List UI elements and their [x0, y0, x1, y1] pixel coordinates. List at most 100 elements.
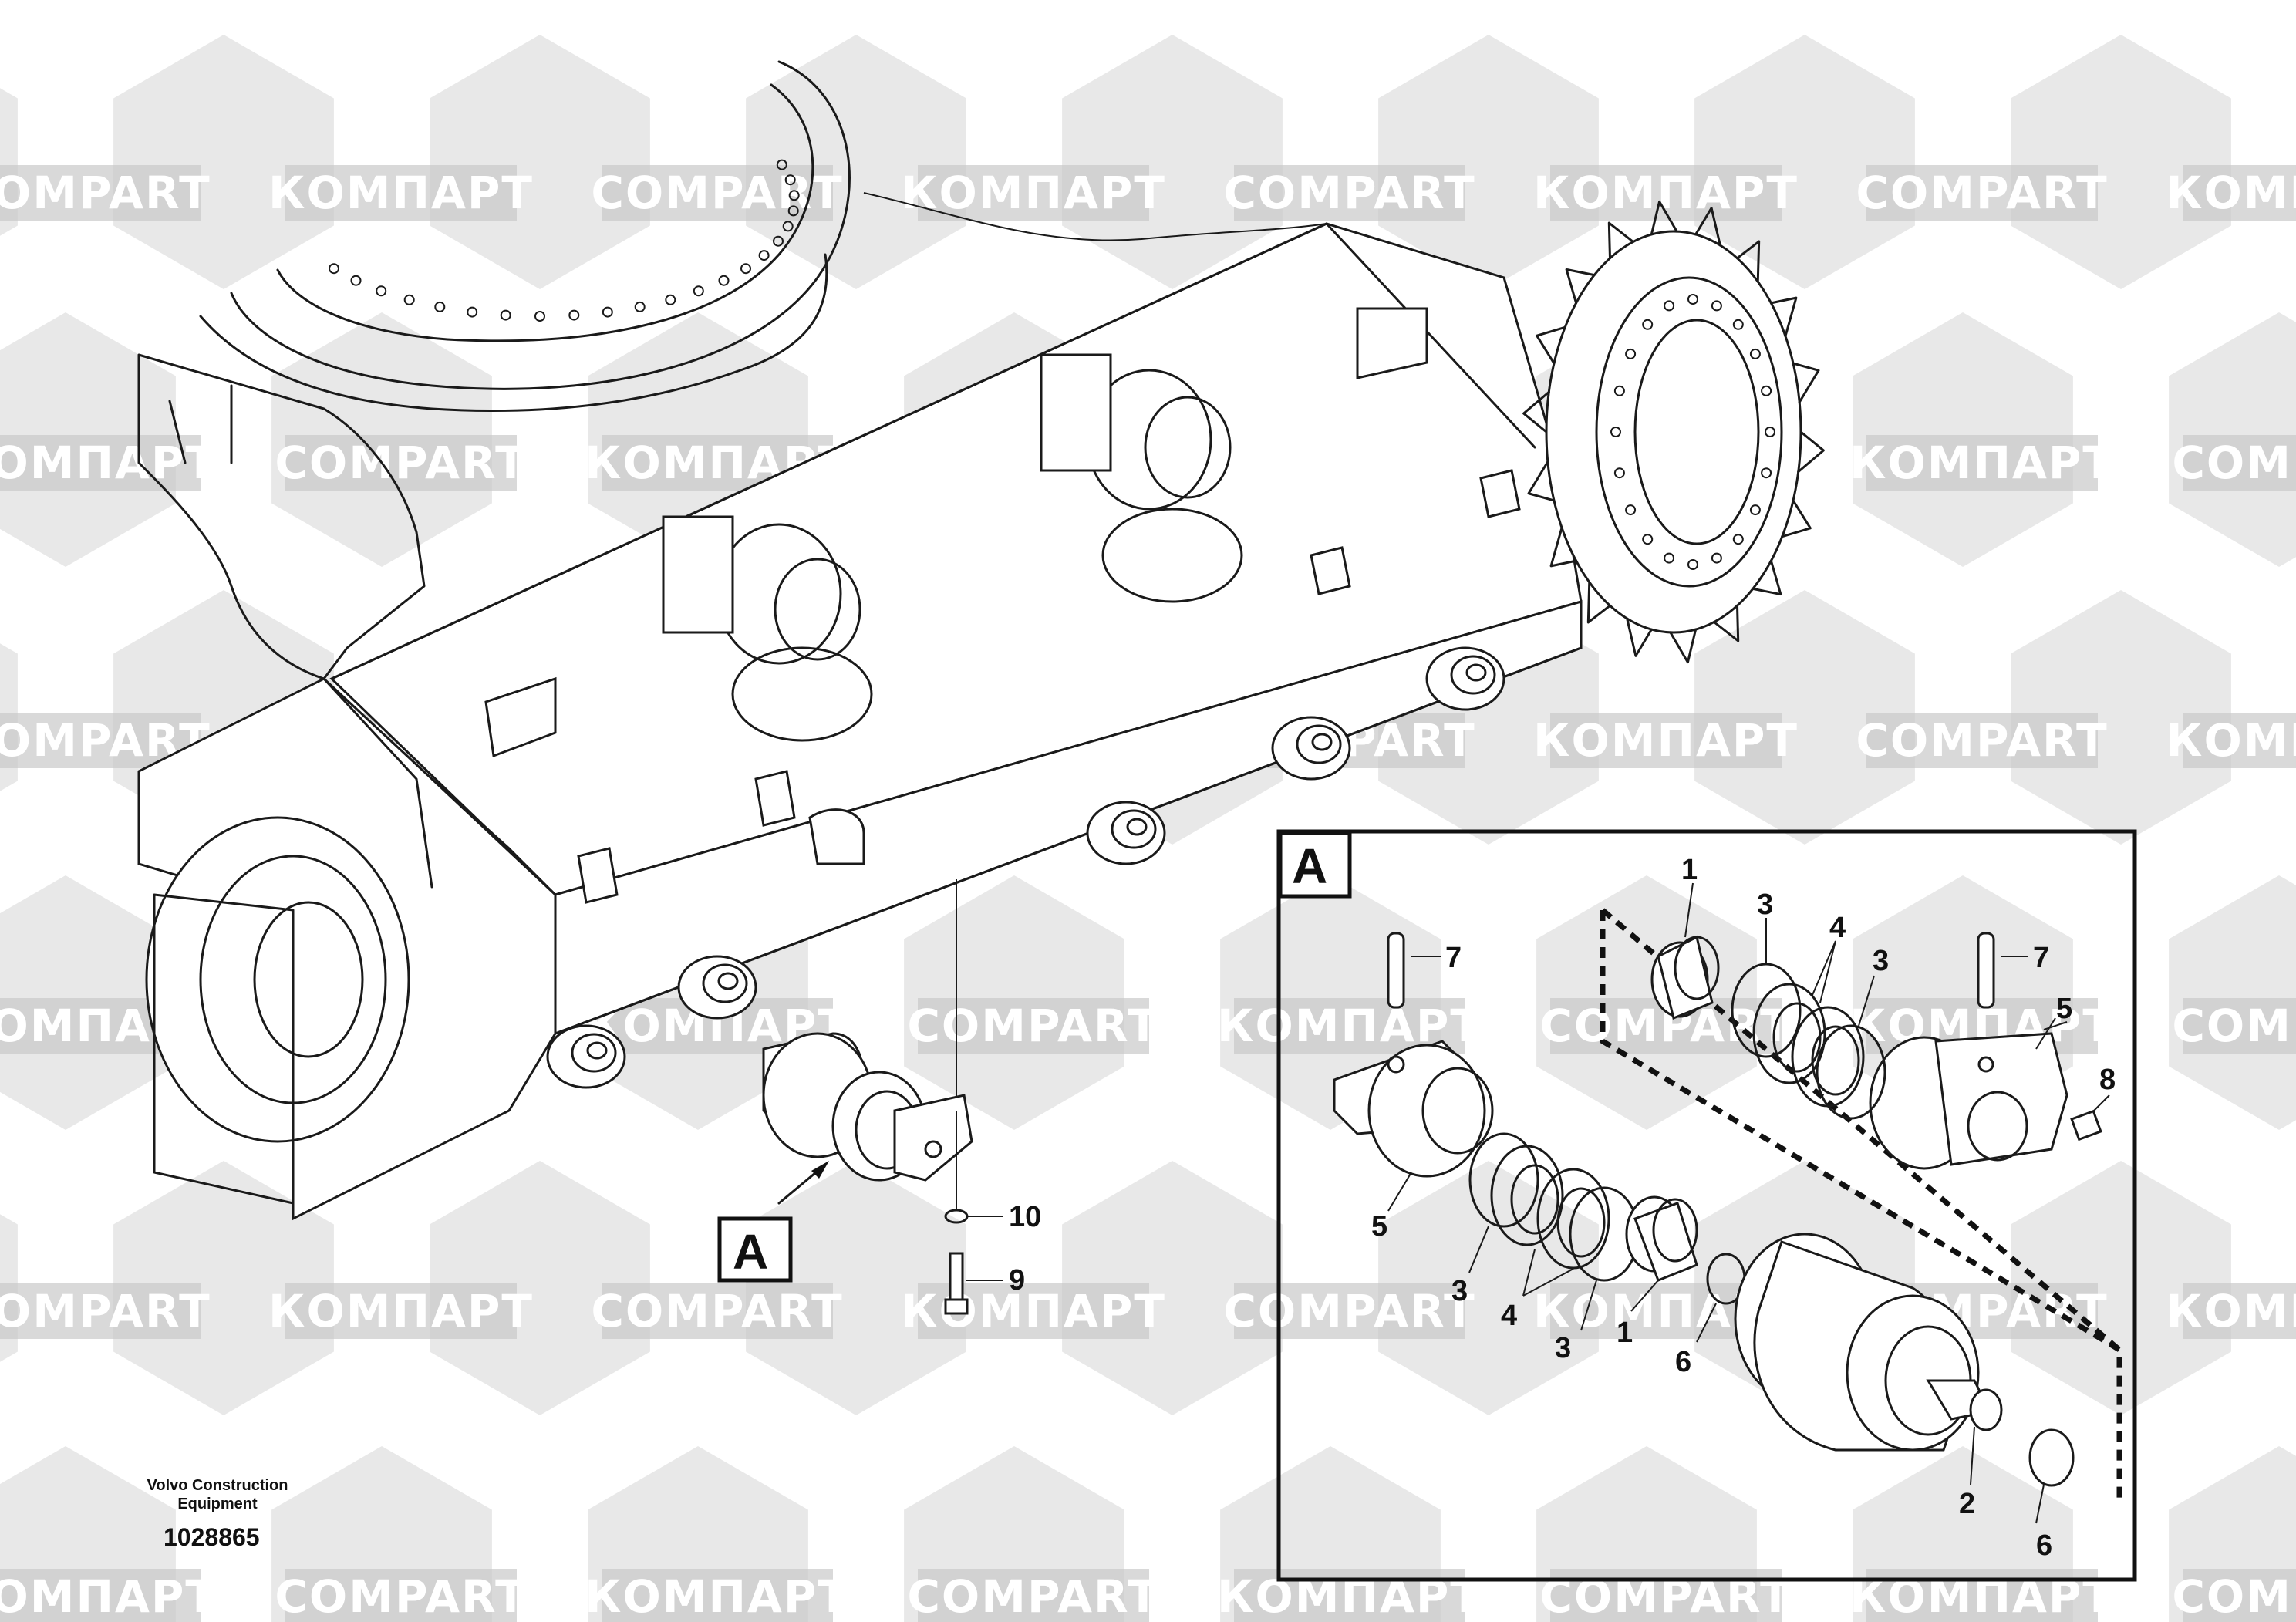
sprocket-bolt-hole: [1711, 552, 1722, 564]
watermark-hexagon: [0, 88, 18, 236]
sprocket-bolt-hole: [1613, 467, 1625, 479]
watermark-text: КОМПАРТ: [268, 1285, 534, 1337]
sprocket-bolt-holes: [1610, 294, 1775, 570]
frame-pad-2: [484, 676, 557, 758]
callout-3-bottom-mid: 3: [1555, 1332, 1571, 1364]
sprocket-bolt-hole: [1610, 427, 1621, 437]
bolt-hole: [758, 250, 770, 261]
watermark-band: [918, 165, 1149, 221]
track-frame-top-edge: [330, 222, 1536, 680]
overview-detail-marker-letter: A: [733, 1224, 768, 1280]
sprocket-tooth: [1626, 617, 1653, 657]
sprocket-tooth: [1536, 325, 1566, 365]
watermark-text: КОМПАРТ: [1533, 714, 1799, 767]
callout-9: 9: [1009, 1264, 1025, 1297]
watermark-text: КОМПАРТ: [901, 1285, 1166, 1337]
bolt-hole: [718, 275, 730, 286]
crossmember-left: [137, 353, 426, 680]
sprocket-bolt-hole: [1613, 385, 1625, 396]
bolt-hole: [403, 294, 415, 305]
slew-ring-inner: [276, 83, 814, 342]
sprocket-tooth: [1669, 628, 1698, 664]
sprocket-tooth: [1549, 526, 1578, 568]
sprocket-wheel: [1545, 230, 1802, 634]
watermark-band: [285, 165, 517, 221]
watermark-band: [285, 435, 517, 491]
sprocket-tooth: [1527, 460, 1556, 502]
watermark-text: КОМПАРТ: [1849, 437, 2115, 489]
watermark-text: COMPART: [1856, 167, 2108, 219]
sprocket-teeth: [1522, 200, 1825, 664]
sprocket-bolt-hole: [1732, 534, 1744, 545]
sprocket-bolt-hole: [1761, 385, 1772, 396]
sprocket-bolt-hole: [1732, 319, 1744, 330]
bolt-hole: [329, 263, 339, 275]
sprocket-bolt-hole: [1765, 427, 1775, 437]
screw-8: [2070, 1094, 2110, 1141]
bolt-hole: [467, 306, 478, 318]
slew-ring-outer: [230, 60, 851, 390]
bolt-hole: [602, 306, 613, 318]
watermark-band: [2183, 435, 2296, 491]
watermark-band: [0, 1283, 201, 1339]
bolt-hole: [773, 235, 784, 247]
watermark-hexagon: [1378, 1161, 1599, 1415]
lower-track-roller: [1086, 801, 1166, 865]
bolt-hole: [350, 275, 362, 286]
seal-rings-top: [1731, 918, 1886, 1120]
watermark-text: COMPART: [275, 437, 527, 489]
sprocket-tooth: [1607, 221, 1635, 260]
sprocket-tooth: [1752, 559, 1782, 596]
sprocket-tooth: [1736, 240, 1761, 283]
bolt-hole: [634, 301, 646, 312]
detail-a-label-letter: A: [1292, 838, 1327, 894]
watermark-text: COMPART: [2172, 1000, 2296, 1052]
sprocket-tooth: [1650, 200, 1678, 236]
sprocket-tooth: [1522, 390, 1550, 433]
leader-5-right: [2035, 1017, 2056, 1050]
watermark-hexagon: [1062, 35, 1283, 289]
bolt-hole: [776, 159, 787, 170]
bolt-hole: [534, 311, 545, 322]
sprocket-assembly: [1522, 200, 1825, 664]
watermark-band: [2183, 713, 2296, 768]
detail-a-frame: [1276, 829, 2137, 1582]
bolt-hole: [740, 263, 751, 275]
lower-track-roller: [1271, 716, 1351, 781]
watermark-band: [285, 1569, 517, 1622]
callout-1-top: 1: [1681, 854, 1698, 886]
watermark-text: COMPART: [1856, 714, 2108, 767]
watermark-band: [602, 1283, 833, 1339]
watermark-band: [0, 435, 201, 491]
frame-guard-3: [1310, 546, 1351, 595]
watermark-band: [1866, 713, 2098, 768]
overview-detail-marker-box: [717, 1216, 793, 1283]
leader-5-left: [1387, 1172, 1412, 1212]
watermark-hexagon: [430, 35, 650, 289]
watermark-hexagon: [2011, 35, 2231, 289]
sprocket-tooth: [1769, 296, 1798, 338]
bolt-hole: [376, 285, 387, 297]
sprocket-tooth: [1712, 604, 1740, 642]
bolt-hole: [500, 309, 511, 321]
lower-track-roller: [677, 955, 757, 1020]
bolt-hole: [434, 301, 446, 312]
bolt-hole: [568, 309, 580, 321]
bushing-1-top: [1650, 882, 1720, 1020]
watermark-text: КОМПАРТ: [0, 1570, 217, 1622]
front-end-chamfer: [322, 677, 557, 896]
watermark-text: COMPART: [0, 167, 211, 219]
watermark-text: COMPART: [591, 1285, 843, 1337]
caption-company-line1: Volvo Construction: [147, 1477, 288, 1494]
watermark-text: COMPART: [1223, 1285, 1475, 1337]
watermark-text: COMPART: [907, 1000, 1159, 1052]
watermark-band: [1550, 713, 1782, 768]
watermark-hexagon: [746, 1161, 966, 1415]
callout-7-left: 7: [1445, 942, 1462, 974]
sprocket-tooth: [1565, 268, 1596, 305]
sprocket-tooth: [1781, 499, 1812, 538]
front-idler-inner: [253, 901, 364, 1058]
sprocket-bolt-hole: [1749, 504, 1761, 516]
sprocket-hub-inner: [1633, 319, 1760, 545]
o-ring-6-bottom: [2028, 1428, 2075, 1524]
